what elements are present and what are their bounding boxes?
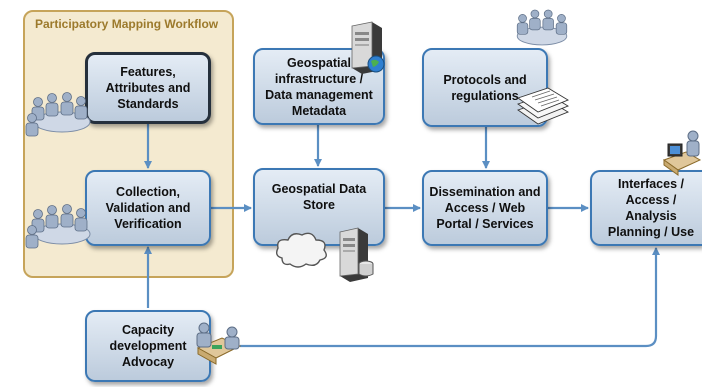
node-dissemination-access: Dissemination and Access / Web Portal / … xyxy=(422,170,548,246)
node-label: Features, Attributes and Standards xyxy=(105,65,191,111)
node-collection-validation-verification: Collection, Validation and Verification xyxy=(85,170,211,246)
meeting-group-icon xyxy=(516,9,568,46)
node-label: Protocols and regulations xyxy=(443,72,527,103)
node-label: Interfaces / Access / Analysis Planning … xyxy=(607,177,695,239)
desk-meeting-icon xyxy=(196,322,242,365)
computer-user-icon xyxy=(662,130,702,176)
meeting-group-icon xyxy=(25,92,91,137)
node-label: Geospatial Data Store xyxy=(271,182,367,212)
node-label: Geospatial infrastructure / Data managem… xyxy=(265,55,373,118)
node-capacity-development: Capacity development Advocay xyxy=(85,310,211,382)
node-geospatial-data-store: Geospatial Data Store xyxy=(253,168,385,246)
node-features-attributes-standards: Features, Attributes and Standards xyxy=(85,52,211,124)
cloud-icon xyxy=(275,232,327,268)
node-interfaces-access-analysis: Interfaces / Access / Analysis Planning … xyxy=(590,170,702,246)
server-globe-icon xyxy=(351,21,385,74)
node-label: Dissemination and Access / Web Portal / … xyxy=(429,185,541,231)
group-title: Participatory Mapping Workflow xyxy=(35,17,219,31)
documents-stack-icon xyxy=(517,87,570,125)
server-database-icon xyxy=(339,227,374,282)
node-label: Capacity development Advocay xyxy=(109,323,187,369)
node-label: Collection, Validation and Verification xyxy=(105,185,191,231)
meeting-group-icon xyxy=(25,204,91,249)
